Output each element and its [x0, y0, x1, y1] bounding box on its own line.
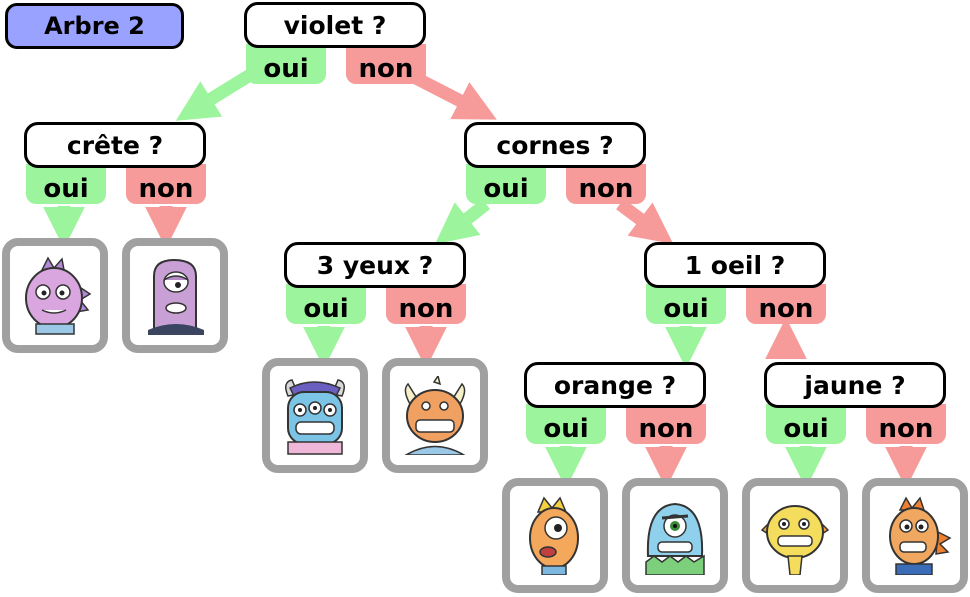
monster-card: [122, 238, 228, 353]
monster-pink-crest-icon: [25, 256, 92, 335]
monster-blue-three-eyes-icon: [285, 379, 345, 455]
label-orange-non: non: [626, 404, 706, 444]
node-1-oeil: 1 oeil ?: [644, 242, 826, 288]
monster-yellow-icon: [760, 505, 830, 575]
arrow-cornes-non: [616, 198, 674, 244]
node-cornes: cornes ?: [464, 122, 646, 168]
monster-orange-one-eye-icon: [529, 496, 579, 575]
monster-orange-horns-icon: [404, 376, 466, 455]
node-violet: violet ?: [244, 2, 426, 48]
label-cornes-oui: oui: [466, 164, 546, 204]
arrow-violet-oui: [175, 69, 254, 121]
monster-card: [742, 478, 848, 593]
monster-card: [382, 358, 488, 473]
monster-orange-fins-icon: [889, 496, 952, 575]
label-1oeil-non: non: [746, 284, 826, 324]
label-3yeux-oui: oui: [286, 284, 366, 324]
monster-card: [2, 238, 108, 353]
label-violet-non: non: [346, 44, 426, 84]
label-jaune-non: non: [866, 404, 946, 444]
label-jaune-oui: oui: [766, 404, 846, 444]
label-cornes-non: non: [566, 164, 646, 204]
node-jaune: jaune ?: [764, 362, 946, 408]
label-3yeux-non: non: [386, 284, 466, 324]
monster-card: [862, 478, 968, 593]
monster-purple-tall-icon: [148, 258, 204, 335]
monster-card: [622, 478, 728, 593]
arrow-cornes-oui: [434, 198, 491, 245]
node-crete: crête ?: [24, 122, 206, 168]
label-crete-oui: oui: [26, 164, 106, 204]
label-violet-oui: oui: [246, 44, 326, 84]
monster-card: [262, 358, 368, 473]
tree-title: Arbre 2: [5, 3, 184, 49]
monster-blue-one-eye-icon: [645, 502, 705, 575]
label-1oeil-oui: oui: [646, 284, 726, 324]
node-3-yeux: 3 yeux ?: [284, 242, 466, 288]
node-orange: orange ?: [524, 362, 706, 408]
monster-card: [502, 478, 608, 593]
label-orange-oui: oui: [526, 404, 606, 444]
label-crete-non: non: [126, 164, 206, 204]
